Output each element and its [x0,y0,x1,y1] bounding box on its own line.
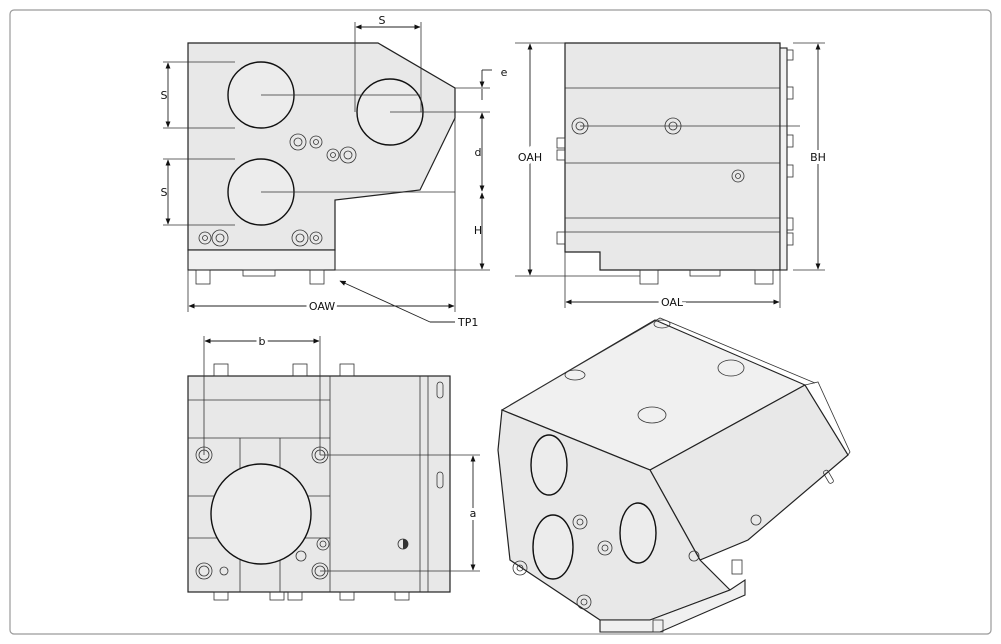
front-view [163,22,490,312]
label-oah: OAH [518,151,542,164]
label-bh: BH [810,151,826,164]
label-oal: OAL [661,296,684,309]
label-h: H [474,224,482,237]
label-oaw: OAW [309,300,335,313]
label-s-upper: S [161,89,168,102]
label-tp1: TP1 [457,316,478,329]
top-view [187,336,480,601]
isometric-view [497,317,851,633]
coolant-fitting-group [198,133,357,247]
drawing-frame [9,9,992,635]
front-view-dimensions: S S S e d H OAW TP1 [161,14,508,329]
label-s-lower: S [161,186,168,199]
bore-top-view [210,463,312,565]
iso-bore-upper [530,434,568,496]
side-view-dimensions: OAH BH OAL [515,43,829,312]
top-view-dimensions: b a [204,332,479,571]
label-s-top: S [379,14,386,27]
label-d: d [475,146,482,159]
label-e: e [501,66,508,79]
label-b: b [259,335,266,348]
iso-bore-lower [532,514,574,580]
iso-bore-right [619,502,657,564]
side-view [515,42,825,308]
label-a: a [470,507,477,520]
